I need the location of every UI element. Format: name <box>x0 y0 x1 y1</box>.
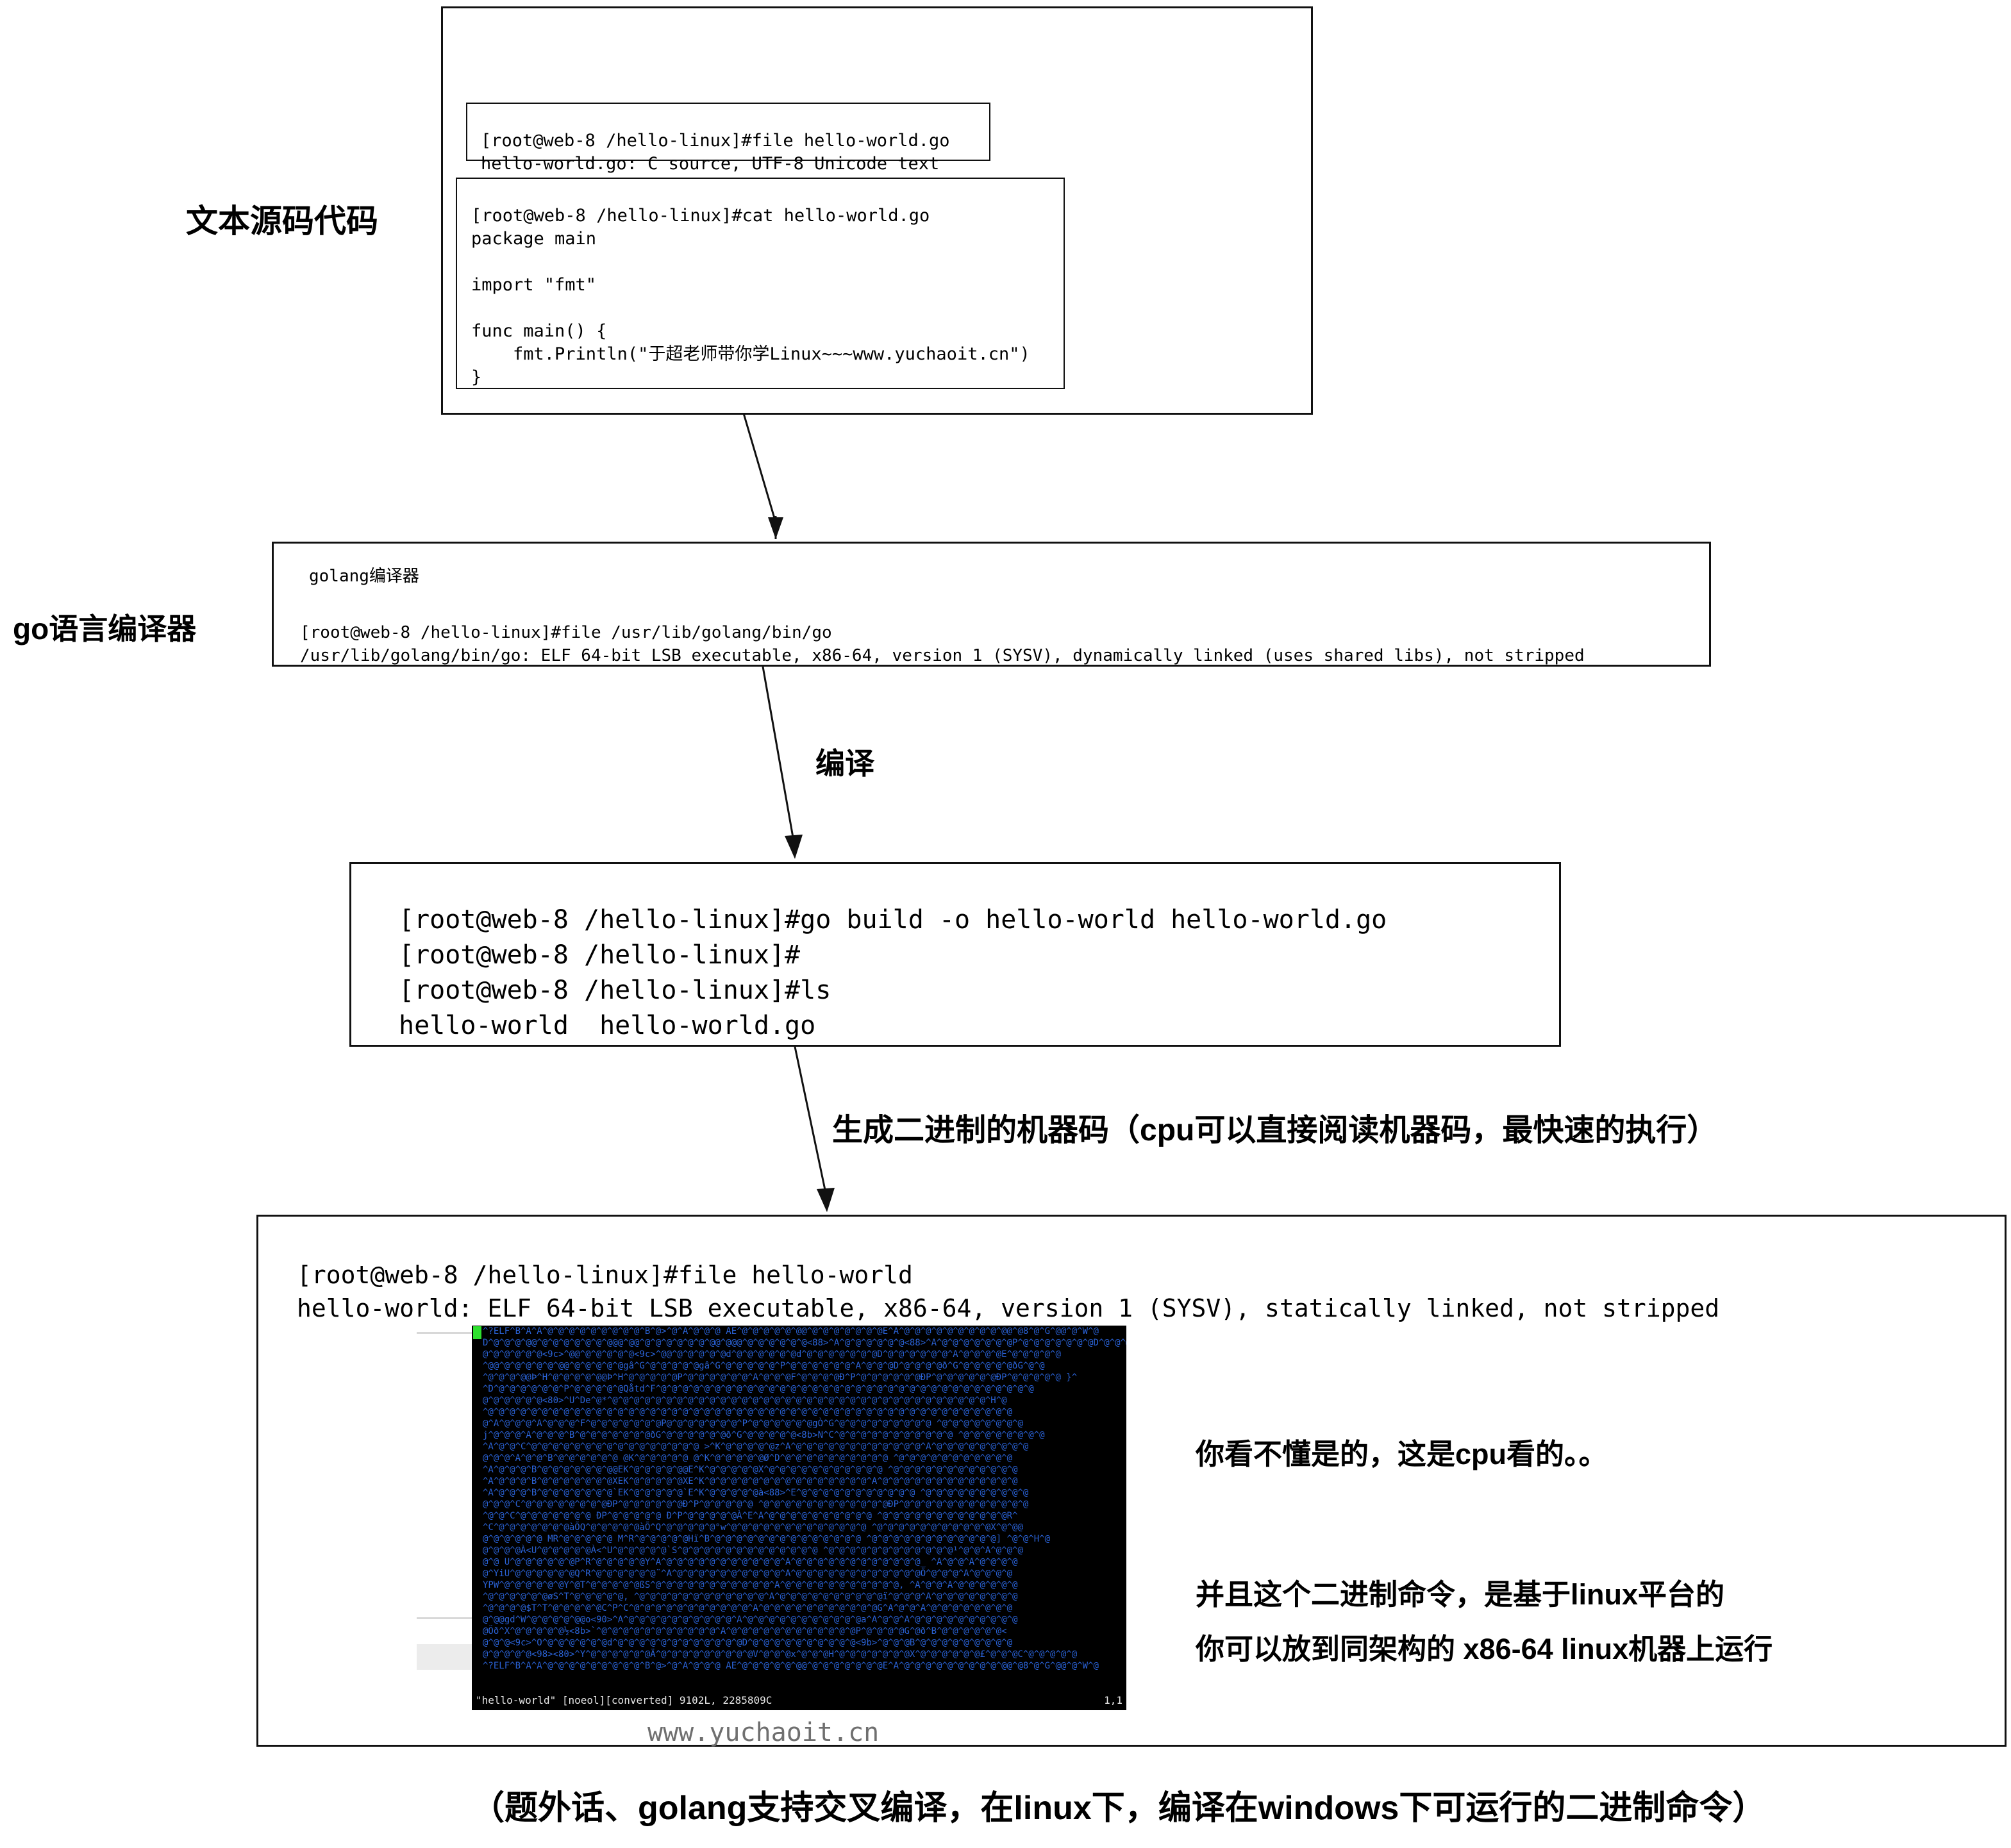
vim-dump-row: @Öð^X^@^@^@^@^@½<8b>`^@^@^@^@^@^@^@^@^@^… <box>483 1626 1007 1636</box>
vim-dump-row: ^@^@^@^@^@^@^@^@^@^@^@^@^@^@^@^@^@^@^@^@… <box>483 1407 1013 1417</box>
ghost-strip-bottom <box>417 1644 476 1670</box>
cat-command-text: [root@web-8 /hello-linux]#cat hello-worl… <box>471 206 1030 387</box>
vim-dump-row: @^@@gd^W^@^@^@^@^@@o<90>^A^@^@^@^@^@^@^@… <box>483 1615 1018 1625</box>
go-compiler-box <box>272 542 1711 667</box>
vim-binary-dump-screenshot: ^?ELF^B^A^A^@^@^@^@^@^@^@^@^@^B^@>^@^A^@… <box>472 1326 1126 1710</box>
note-linux-platform-line2: 你可以放到同架构的 x86-64 linux机器上运行 <box>1196 1633 1773 1665</box>
label-compile: 编译 <box>815 747 874 780</box>
file-command-text: [root@web-8 /hello-linux]#file hello-wor… <box>481 131 950 174</box>
go-compiler-text: [root@web-8 /hello-linux]#file /usr/lib/… <box>300 623 1585 665</box>
arrow-source-to-compiler <box>742 413 783 539</box>
vim-dump-body: ^?ELF^B^A^A^@^@^@^@^@^@^@^@^@^B^@>^@^A^@… <box>483 1326 1126 1672</box>
vim-cursor <box>473 1326 481 1339</box>
vim-dump-row: ^A^@^@^@^B^@^@^@^@^@^@^@@EK^@^@^@^@^@@E^… <box>483 1465 1018 1475</box>
vim-dump-row: ^A^@^@^C^@^@^@^@^@^@^@^@^@^@^@^@^@^@^@^@… <box>483 1442 1029 1452</box>
label-source-code: 文本源码代码 <box>186 203 378 239</box>
vim-dump-row: @^@ U^@^@^@^@^@^@P^R^@^@^@^@^@Y^A^@^@^@^… <box>483 1557 1018 1567</box>
vim-dump-row: ^@^@^C^@^@^@^@^@^@^@ ÐP^@^@^@^@^@ Ð^P^@^… <box>483 1511 1018 1521</box>
vim-status-position: 1,1 <box>1104 1694 1122 1706</box>
vim-dump-row: @^@^@^@^@^@ MR^@^@^@^@^@ M^R^@^@^@^@^@Hï… <box>483 1534 1051 1544</box>
vim-dump-row: @^YiU^@^@^@^@^@^@Q^R^@^@^@^@^@^@¨^A^@^@^… <box>483 1569 1013 1579</box>
go-build-text: [root@web-8 /hello-linux]#go build -o he… <box>399 905 1387 1040</box>
vim-dump-row: ^@^@^@^@@Þ^H^@^@^@^@^@@Þ^H^@^@^@^@^@P^@^… <box>483 1372 1078 1383</box>
vim-dump-row: @^@^@^A^@^@^B^@^@^@^@^@^@ @K^@^@^@^@^@ @… <box>483 1453 1013 1463</box>
label-go-compiler: go语言编译器 <box>13 612 197 645</box>
vim-dump-row: ^A^@^@^@^B^@^@^@^@^@^@^@`EK^@^@^@^@^@`E^… <box>483 1488 1029 1498</box>
binary-file-output-text: [root@web-8 /hello-linux]#file hello-wor… <box>297 1261 1720 1322</box>
label-machine-code: 生成二进制的机器码（cpu可以直接阅读机器码，最快速的执行） <box>832 1113 1718 1147</box>
vim-status-line: "hello-world" [noeol][converted] 9102L, … <box>476 1694 1122 1706</box>
ghost-strip-top <box>417 1332 476 1334</box>
watermark: www.yuchaoit.cn <box>647 1718 880 1747</box>
vim-dump-row: @^@^@^C^@^@^@^@^@^@^@^@ÐP^@^@^@^@^@^@Ð^P… <box>483 1499 1029 1510</box>
vim-dump-row: ^@^@^@^@^@^@øS^T^@^@^@^@^@, ^@^@^@^@^@^@… <box>483 1592 1018 1602</box>
vim-status-file: "hello-world" [noeol][converted] 9102L, … <box>476 1694 772 1706</box>
vim-dump-row: D^@^@^@^@@^@^@^@^@^@^@^@@@^@@^@^@^@^@^@^… <box>483 1338 1126 1348</box>
cat-command-box <box>456 178 1065 389</box>
vim-dump-row: YPW^@^@^@^@^@^@Y^@T^@^@^@^@^@ßS^@^@^@^@^… <box>483 1580 1018 1590</box>
ghost-strip-middle <box>417 1617 476 1619</box>
note-linux-platform-line1: 并且这个二进制命令，是基于linux平台的 <box>1196 1578 1725 1611</box>
go-compiler-title: golang编译器 <box>309 567 419 586</box>
vim-dump-row: ^D^@^@^@^@^@^@^P^@^@^@^@^@Qåtd^F^@^@^@^@… <box>483 1384 1034 1394</box>
arrow-build-to-binary <box>794 1046 835 1212</box>
vim-dump-row: @^@^@^@À<U^@^@^@^@^@À<^U^@^@^@^@^@`S^@^@… <box>483 1545 1023 1556</box>
vim-dump-row: ^A^@^@^@^B^@^@^@^@^@^@^@XEK^@^@^@^@^@XE^… <box>483 1476 1018 1486</box>
note-linux-platform: 并且这个二进制命令，是基于linux平台的你可以放到同架构的 x86-64 li… <box>1196 1567 1773 1676</box>
vim-dump-row: j^@^@^@^A^@^@^@^B^@^@^@^@^@^@^@ðG^@^@^@^… <box>483 1430 1045 1440</box>
arrow-compiler-to-build <box>762 666 803 859</box>
vim-dump-row: @^A^@^@^@^A^@^@^@^F^@^@^@^@^@^@^@P@^@^@^… <box>483 1419 1023 1429</box>
vim-dump-row: @^@^@<9c>^O^@^@^@^@^@^@d^@^@^@^@^@^@^@^@… <box>483 1638 1013 1648</box>
vim-dump-row: @^@^@^@^@^@<9c>^@@^@^@^@^@^@<9c>^@@^@^@^… <box>483 1349 1061 1360</box>
vim-dump-row: ^C^@^@^@^@^@^@^@àÕQ^@^@^@^@^@àÕ^Q^@^@^@^… <box>483 1522 1023 1533</box>
vim-dump-row: ^@^@^@^@$T^T^@^@^@^@^@C^P^C^@^@^@^@^@^@^… <box>483 1603 1013 1613</box>
vim-dump-row: @^@^@^@^@<98><80>^Y^@^@^@^@^@^@Ä^@^@^@^@… <box>483 1649 1078 1660</box>
vim-dump-row: ^@@^@^@^@^@^@^@@^@^@^@^@^@gâ^G^@^@^@^@^@… <box>483 1361 1045 1371</box>
vim-dump-row: @^@^@^@^@^@<80>^U^De^@*^@^@^@^@^@^@^@^@^… <box>483 1395 1007 1406</box>
go-build-box <box>349 862 1561 1047</box>
vim-dump-row: ^?ELF^B^A^A^@^@^@^@^@^@^@^@^@^B^@>^@^A^@… <box>483 1661 1099 1671</box>
file-command-box <box>466 103 990 161</box>
bottom-caption: （题外话、golang支持交叉编译，在linux下，编译在windows下可运行… <box>471 1790 1766 1827</box>
vim-dump-row: ^?ELF^B^A^A^@^@^@^@^@^@^@^@^@^B^@>^@^A^@… <box>483 1326 1099 1336</box>
note-cpu-readable: 你看不懂是的，这是cpu看的。。 <box>1196 1438 1608 1470</box>
